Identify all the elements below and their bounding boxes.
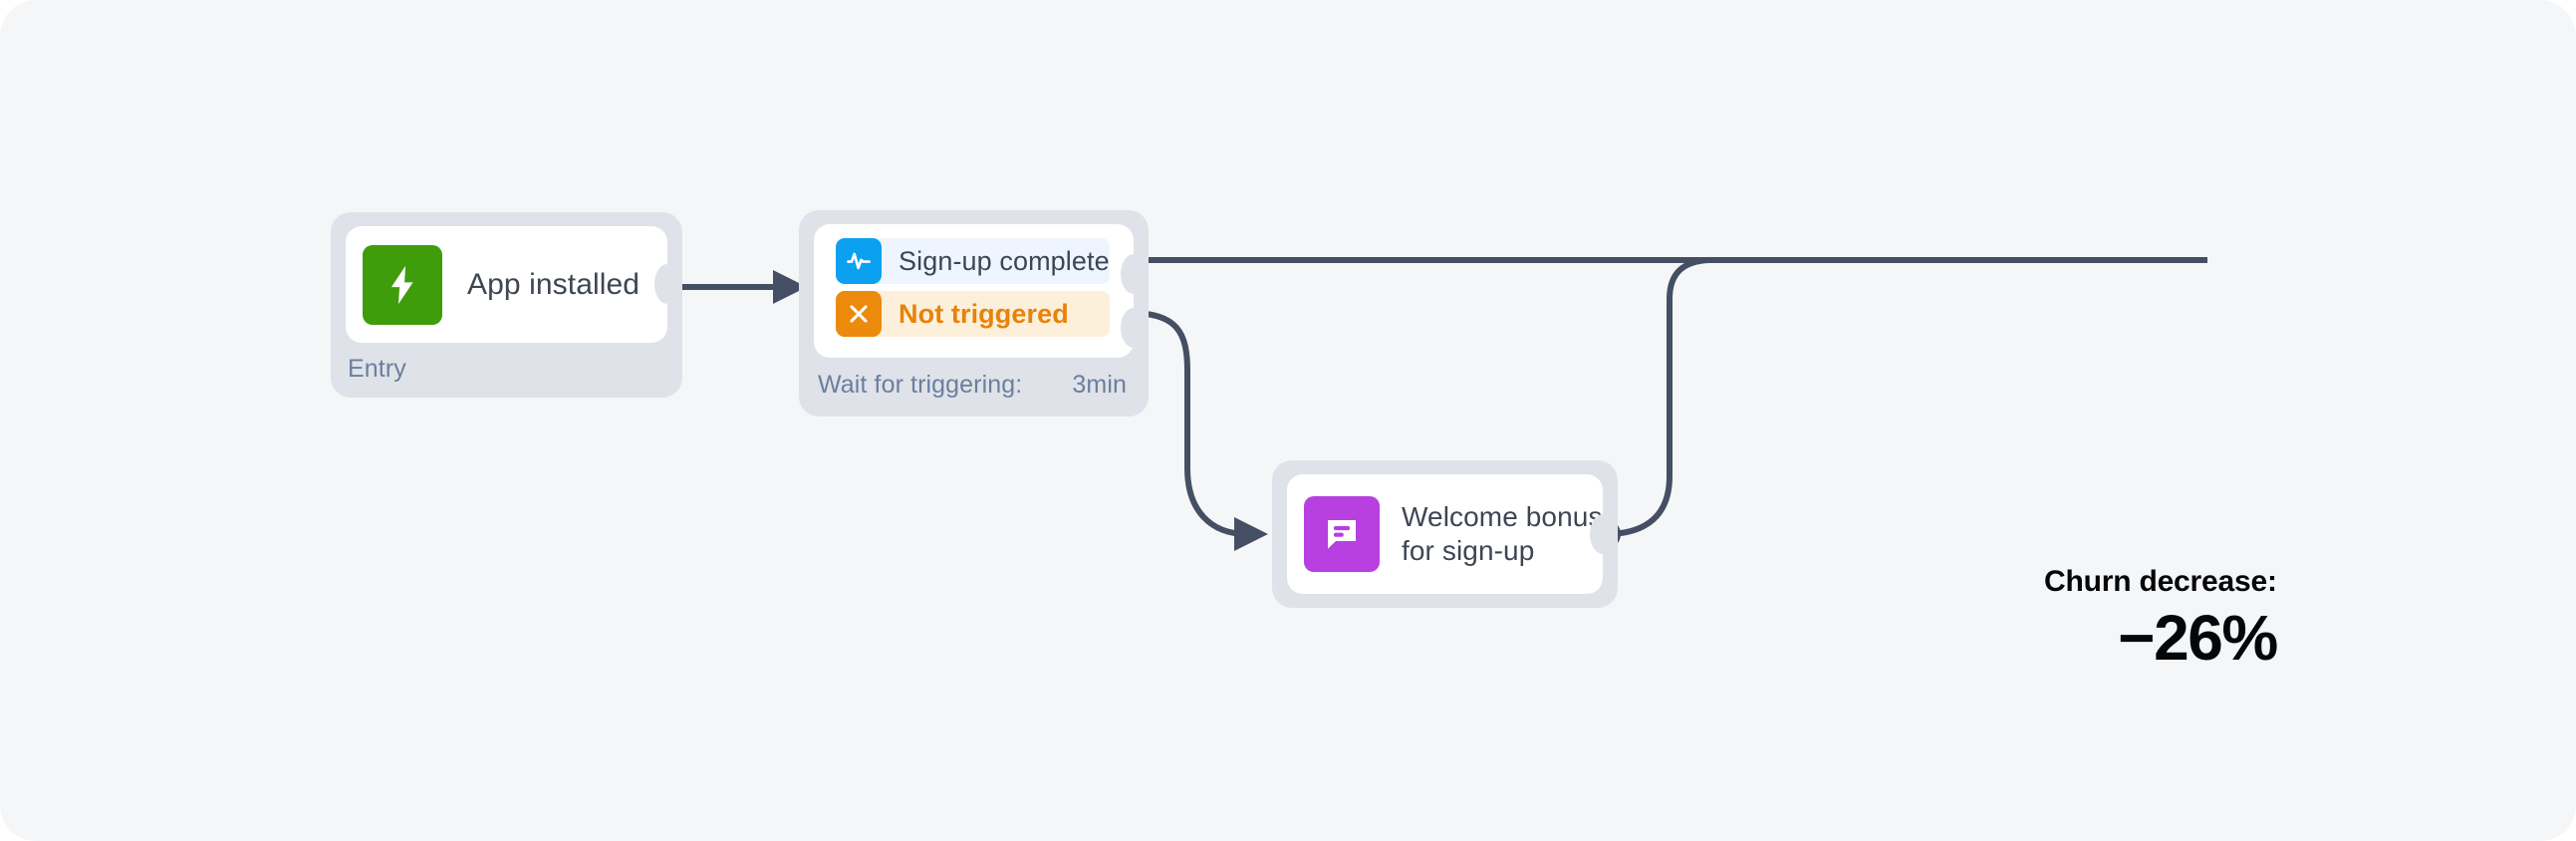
churn-stat: Churn decrease: −26% [2044,565,2278,674]
arrow-into-message [1234,517,1268,551]
pulse-icon [836,238,882,284]
node-title: Welcome bonus for sign-up [1402,500,1603,569]
wait-value: 3min [1072,371,1127,399]
node-footer: Entry [331,355,682,384]
port-notch [1590,514,1616,554]
branch-label: Not triggered [899,298,1069,329]
node-wait-for-triggering[interactable]: Sign-up complete Not triggered Wait for … [799,210,1149,417]
branch-row-not-triggered[interactable]: Not triggered [836,291,1110,337]
node-title: App installed [467,267,641,301]
close-x-icon [836,291,882,337]
entry-footer-label: Entry [348,355,406,383]
churn-stat-caption: Churn decrease: [2044,565,2277,598]
port-notch [1121,308,1147,348]
port-notch [1121,254,1147,294]
node-welcome-bonus[interactable]: Welcome bonus for sign-up [1272,460,1618,608]
branch-label: Sign-up complete [899,245,1110,276]
node-app-installed[interactable]: App installed Entry [331,212,682,398]
lightning-bolt-icon [363,244,442,325]
branch-row-signup-complete[interactable]: Sign-up complete [836,238,1110,284]
churn-stat-value: −26% [2118,602,2278,674]
node-card: Sign-up complete Not triggered [814,224,1147,358]
port-notch [654,264,680,304]
node-footer: Wait for triggering: 3min [799,371,1149,400]
wire-message-to-exit [1603,257,1712,537]
node-card: Welcome bonus for sign-up [1287,474,1616,594]
wait-label: Wait for triggering: [818,371,1023,399]
chat-bubble-icon [1304,496,1380,572]
node-title-line-2: for sign-up [1402,535,1535,566]
node-title-line-1: Welcome bonus [1402,500,1603,532]
node-card: App installed [346,226,680,343]
